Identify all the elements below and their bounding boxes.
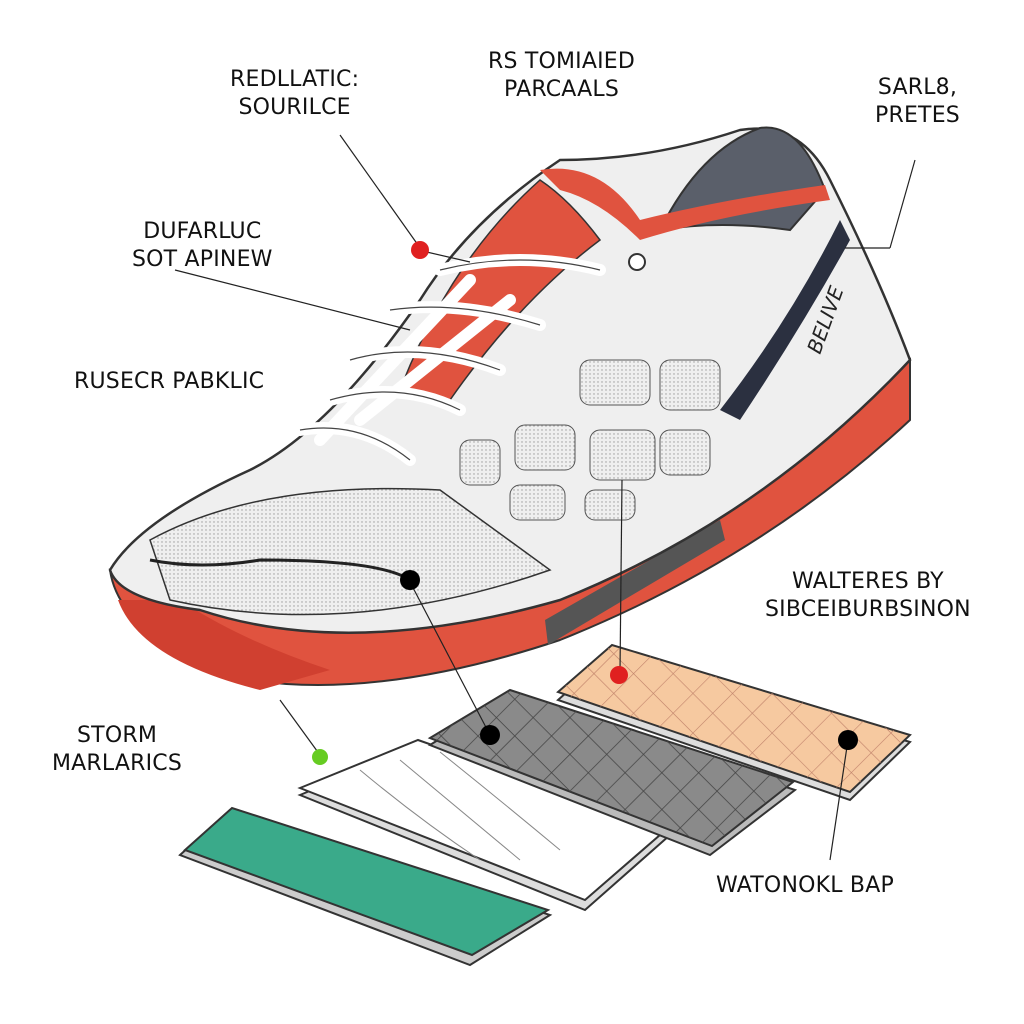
label-line: STORM bbox=[77, 723, 158, 748]
label-top-center: RS TOMIAIED PARCAALS bbox=[488, 48, 635, 104]
marker-dot-black bbox=[400, 570, 420, 590]
shoe-upper bbox=[108, 126, 912, 634]
label-line: PARCAALS bbox=[504, 77, 620, 102]
peach-mesh-layer bbox=[556, 643, 912, 802]
label-right-mid: WALTERES BY SIBCEIBURBSINON bbox=[765, 568, 971, 624]
marker-dots bbox=[312, 241, 858, 765]
gray-mesh-layer bbox=[427, 688, 798, 857]
label-top-right: SARL8, PRETES bbox=[875, 74, 960, 130]
label-mid-left-2: RUSECR PABKLIC bbox=[74, 369, 265, 394]
label-bottom-left: STORM MARLARICS bbox=[52, 722, 182, 778]
marker-dot-red bbox=[411, 241, 429, 259]
label-line: SARL8, bbox=[877, 75, 958, 100]
label-line: REDLLATIC: bbox=[230, 67, 360, 92]
label-bottom-right: WATONOKL BAP bbox=[716, 873, 894, 898]
label-line: SOURILCE bbox=[238, 95, 351, 120]
label-line: SOT APINEW bbox=[132, 247, 273, 272]
marker-dot-red bbox=[610, 666, 628, 684]
label-line: RS TOMIAIED bbox=[488, 49, 636, 74]
marker-dot-black bbox=[480, 725, 500, 745]
label-mid-left-1: DUFARLUC SOT APINEW bbox=[132, 218, 273, 274]
green-layer bbox=[178, 806, 553, 967]
label-line: PRETES bbox=[875, 103, 960, 128]
label-top-left: REDLLATIC: SOURILCE bbox=[230, 66, 359, 122]
marker-dot-green bbox=[312, 749, 328, 765]
label-line: WALTERES BY bbox=[791, 569, 944, 594]
label-line: SIBCEIBURBSINON bbox=[765, 597, 971, 622]
label-line: DUFARLUC bbox=[143, 219, 262, 244]
leader-lines bbox=[174, 134, 916, 861]
marker-dot-black bbox=[838, 730, 858, 750]
label-line: MARLARICS bbox=[52, 751, 183, 776]
